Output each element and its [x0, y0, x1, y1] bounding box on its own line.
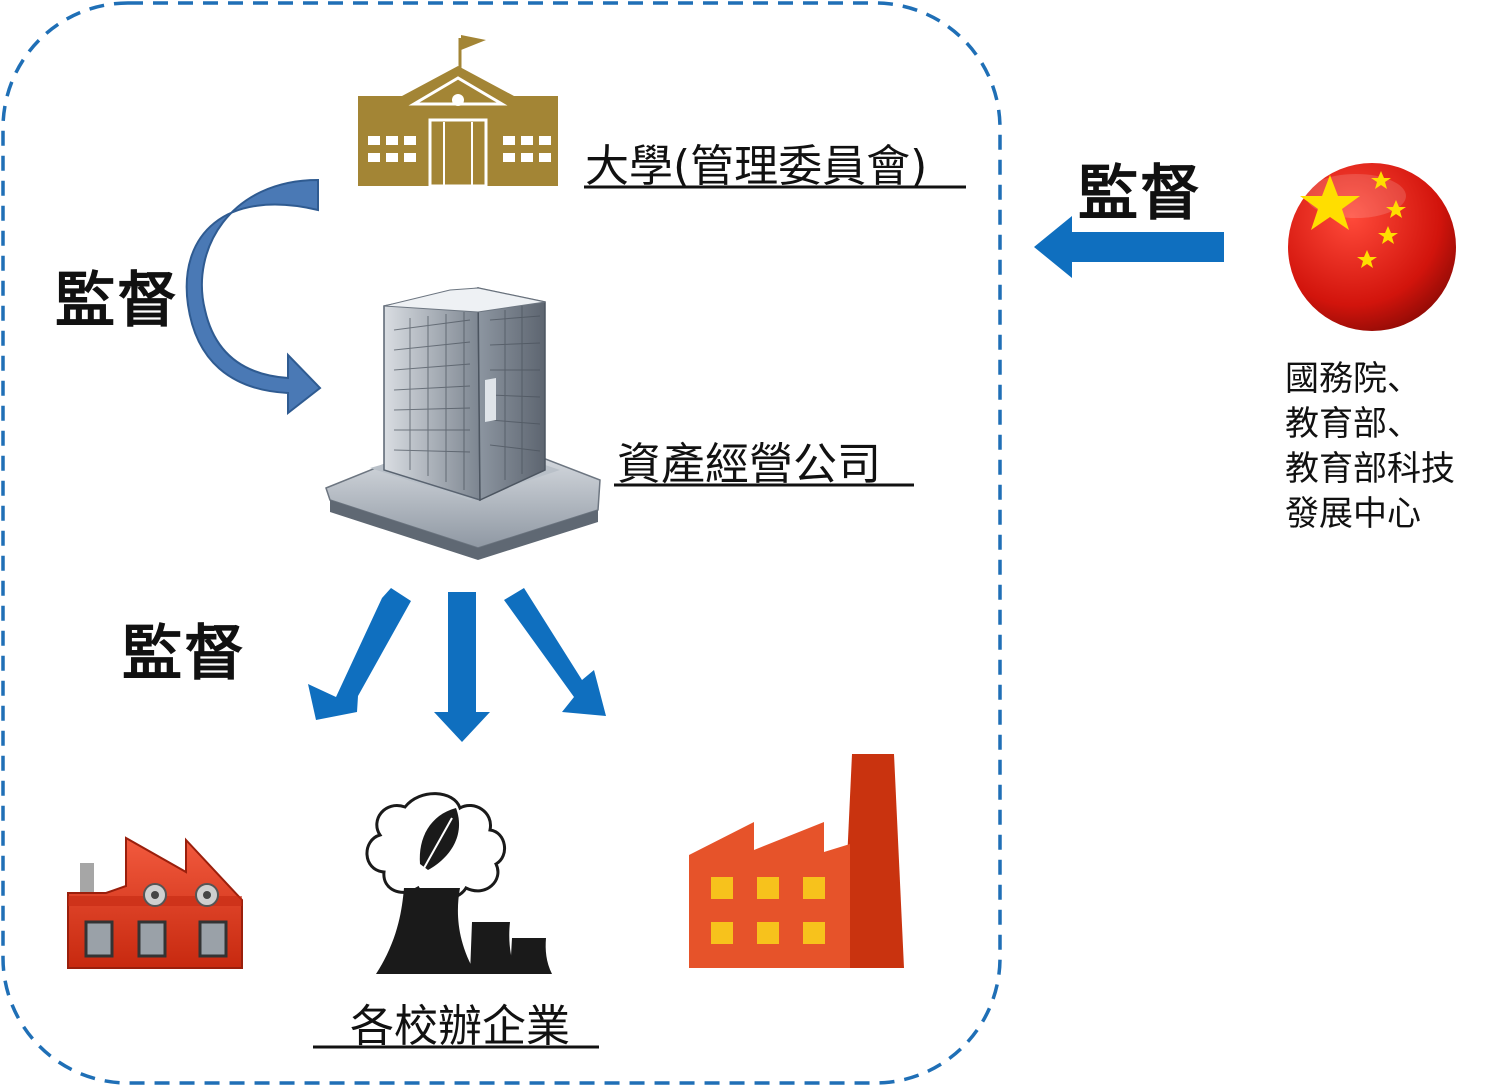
arrow-down-left — [308, 588, 411, 720]
orange-factory-icon — [689, 754, 904, 968]
organization-boundary — [1, 1, 1002, 1085]
supervise-label-top: 監督 — [55, 266, 179, 336]
university-label: 大學(管理委員會) — [585, 141, 928, 192]
supervise-label-right: 監督 — [1078, 159, 1202, 229]
government-line-1: 國務院、 — [1285, 359, 1421, 399]
china-flag-icon — [1288, 163, 1456, 331]
power-plant-icon — [365, 792, 552, 974]
government-line-2: 教育部、 — [1285, 404, 1421, 444]
enterprises-label: 各校辦企業 — [350, 1001, 570, 1052]
arrow-down-center — [434, 592, 490, 742]
supervise-arrows-down — [308, 588, 606, 742]
government-supervise-arrow — [1034, 216, 1224, 278]
office-building-icon — [325, 287, 601, 560]
curved-supervise-arrow — [185, 178, 322, 416]
government-line-4: 發展中心 — [1285, 494, 1421, 534]
asset-company-label: 資產經營公司 — [617, 439, 881, 490]
supervise-label-bottom: 監督 — [122, 619, 246, 689]
government-line-3: 教育部科技 — [1285, 449, 1455, 489]
government-label: 國務院、 教育部、 教育部科技 發展中心 — [1285, 357, 1485, 537]
red-factory-icon — [67, 836, 243, 969]
arrow-down-right — [504, 588, 606, 716]
school-icon — [358, 35, 558, 188]
